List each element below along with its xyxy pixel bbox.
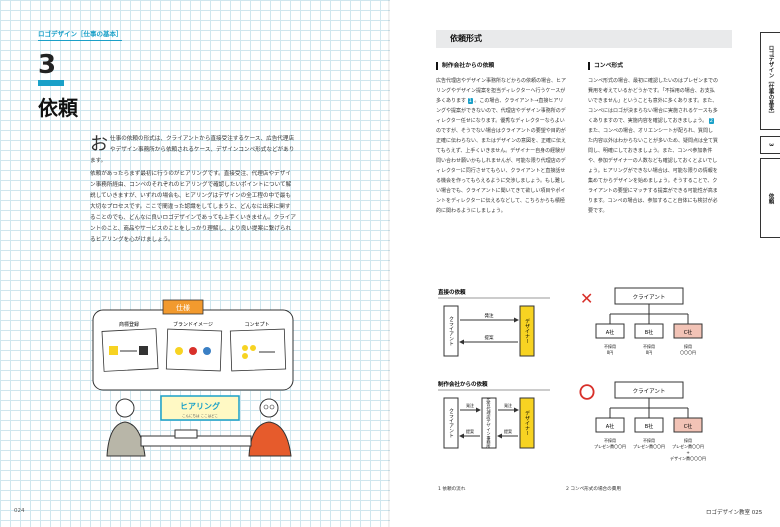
hearing-illustration: 仕様 商標登録 ブランドイメージ コンセプト ヒアリング こんにちは ここは	[92, 299, 294, 457]
category-label: ロゴデザイン［仕事の基本］	[38, 28, 123, 41]
card-3: コンセプト	[229, 322, 287, 372]
column-competition: コンペ形式 コンペ形式の場合、最初に確認したいのはプレゼンまでの費用を考えている…	[588, 62, 718, 216]
column-competition-text-b: また、コンペの場合、オリエンシートが配られ、質問した内容以外はわからないことが多…	[588, 128, 719, 214]
agency-client: クライアント	[448, 408, 454, 438]
direct-designer: デザイナー	[524, 318, 530, 344]
ref-badge-1: 1	[467, 98, 473, 104]
comp1-c: C社	[684, 329, 693, 336]
person-right	[248, 398, 292, 457]
comp2-b: B社	[645, 423, 653, 430]
agency-proposal-1: 提案	[466, 428, 474, 434]
speech-text: ヒアリング	[180, 401, 220, 411]
agency-proposal-2: 提案	[504, 428, 512, 434]
ref-badge-2: 2	[708, 118, 714, 124]
comp2-c: C社	[684, 423, 693, 430]
comp1-b-status: 不採用	[643, 343, 655, 349]
comp1-b: B社	[645, 329, 653, 336]
accent-bar	[38, 80, 64, 86]
comp2-c-design-fee: デザイン費〇〇〇円	[670, 455, 706, 461]
side-tabs: ロゴデザイン［仕事の基本］ 3 依頼	[760, 32, 780, 238]
column-competition-heading: コンペ形式	[588, 62, 718, 70]
card-1: 商標登録	[101, 321, 159, 372]
column-competition-text-a: コンペ形式の場合、最初に確認したいのはプレゼンまでの費用を考えているかどうかです…	[588, 78, 719, 124]
comp1-a-status: 不採用	[604, 343, 616, 349]
flow-diagrams: 直接の依頼 クライアント デザイナー 発注 提案 制作会社からの依頼 クライアン…	[438, 287, 706, 461]
comp2-a-fee: プレゼン費〇〇円	[594, 443, 626, 449]
comp2-c-fee: プレゼン費〇〇円	[672, 443, 704, 449]
page-number-left: 024	[14, 508, 25, 514]
comp1-a-fee: 0円	[607, 350, 614, 355]
caption-2: 2 コンペ形式の場合の費用	[566, 487, 621, 492]
page-number-right: ロゴデザイン教室 025	[706, 510, 763, 516]
caption-1: 1 依頼の流れ	[438, 487, 466, 492]
card-2-label: ブランドイメージ	[173, 321, 213, 328]
column-agency-text-b: 。この場合、クライアント→直接ヒアリングや提案ができないので、代理店やデザイン事…	[436, 98, 567, 214]
agency-box: 広告代理店デザイン事務所	[486, 397, 492, 450]
drop-cap: お	[90, 134, 108, 155]
x-mark: ✕	[580, 289, 593, 308]
tab-chapter-number[interactable]: 3	[760, 136, 780, 154]
comp2-a: A社	[606, 423, 614, 430]
board-title: 仕様	[176, 303, 190, 312]
agency-title: 制作会社からの依頼	[438, 380, 488, 388]
comp1-b-fee: 0円	[646, 350, 653, 355]
intro-text: お 仕事の依頼の形式は、クライアントから直接受注するケース、広告代理店やデザイン…	[90, 134, 296, 248]
comp2-b-status: 不採用	[643, 437, 655, 443]
comp1-c-fee: 〇〇〇円	[680, 350, 696, 355]
comp2-c-plus: +	[686, 450, 689, 455]
intro-paragraph-2: 依頼があったらまず最初に行うのがヒアリングです。直接受注、代理店やデザイン事務所…	[90, 171, 296, 243]
section-header: 依頼形式	[436, 30, 732, 48]
comp2-c-status: 採用	[684, 437, 692, 443]
comp1-a: A社	[606, 329, 614, 336]
tab-chapter-title[interactable]: 依頼	[760, 158, 780, 238]
column-agency-text-a: 広告代理店やデザイン事務所などからの依頼の場合、ヒアリングやデザイン提案を担当デ…	[436, 78, 567, 104]
card-1-label: 商標登録	[119, 321, 139, 328]
card-3-label: コンセプト	[244, 322, 269, 328]
direct-client: クライアント	[448, 316, 454, 346]
direct-proposal: 提案	[485, 334, 494, 341]
comp2-b-fee: プレゼン費〇〇円	[633, 443, 665, 449]
direct-order: 発注	[485, 312, 494, 319]
right-page: 依頼形式 制作会社からの依頼 広告代理店やデザイン事務所などからの依頼の場合、ヒ…	[390, 0, 780, 527]
person-left	[106, 398, 146, 457]
comp2-client: クライアント	[633, 388, 666, 395]
direct-title: 直接の依頼	[438, 288, 466, 296]
o-mark: 〇	[579, 383, 595, 402]
chapter-title: 依頼	[38, 96, 78, 120]
comp1-client: クライアント	[633, 294, 666, 301]
card-2: ブランドイメージ	[165, 321, 223, 372]
agency-designer: デザイナー	[524, 410, 530, 436]
comp1-c-status: 採用	[684, 343, 692, 349]
left-page: ロゴデザイン［仕事の基本］ 3 依頼 お 仕事の依頼の形式は、クライアントから直…	[0, 0, 390, 527]
comp2-a-status: 不採用	[604, 437, 616, 443]
section-label: 依頼形式	[450, 34, 482, 43]
tab-category[interactable]: ロゴデザイン［仕事の基本］	[760, 32, 780, 130]
agency-order-1: 発注	[466, 402, 474, 408]
column-agency-heading: 制作会社からの依頼	[436, 62, 566, 70]
intro-paragraph-1: 仕事の依頼の形式は、クライアントから直接受注するケース、広告代理店やデザイン事務…	[90, 136, 295, 164]
chapter-number: 3	[38, 50, 57, 80]
speech-subtext: こんにちは ここはどこ	[182, 413, 218, 418]
column-agency: 制作会社からの依頼 広告代理店やデザイン事務所などからの依頼の場合、ヒアリングや…	[436, 62, 566, 216]
agency-order-2: 発注	[504, 402, 512, 408]
